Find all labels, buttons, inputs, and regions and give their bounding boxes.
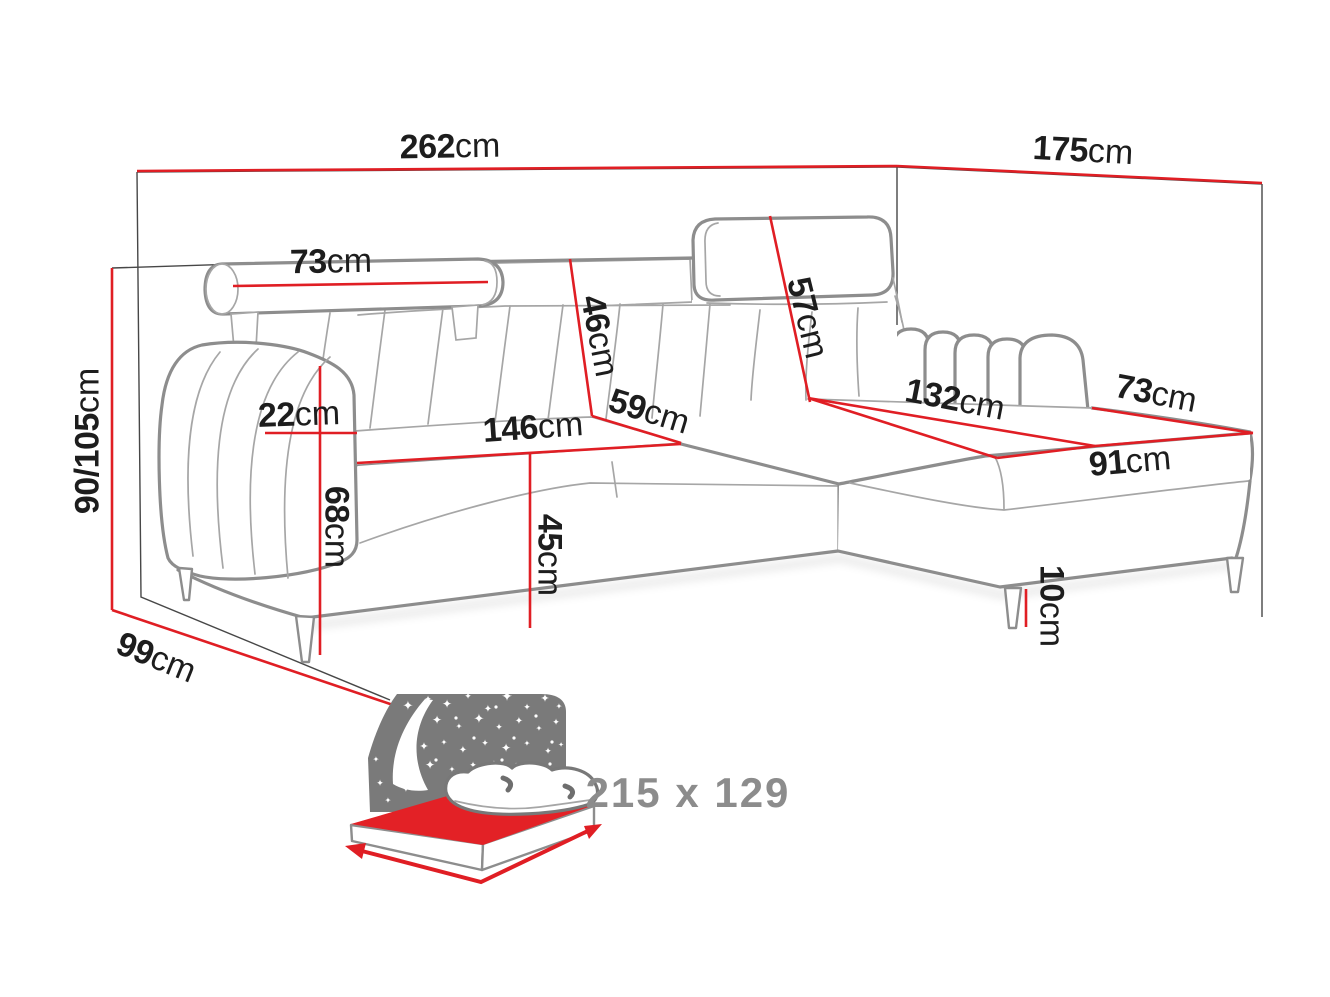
svg-text:✦: ✦ [376,779,384,789]
svg-text:✦: ✦ [523,703,531,713]
svg-text:✦: ✦ [536,724,543,733]
svg-text:✦: ✦ [403,699,414,714]
stars: ✦✦✦✦✦✦✦✦✦✦✦✦✦✦✦✦✦✦✦✦✦✦✦✦✦✦✦✦✦✦✦✦✦✦✦✦ [373,689,564,805]
dim-chaise-front-length: 91cm [1087,438,1173,485]
svg-text:✦: ✦ [456,722,463,731]
dim-armrest-height: 68cm [317,485,356,569]
svg-text:✦: ✦ [373,755,380,764]
svg-text:✦: ✦ [556,702,563,711]
svg-text:✦: ✦ [515,716,523,727]
sleeping-area-size-label: 215 x 129 [585,769,791,816]
sofa-bed-night-icon: ✦✦✦✦✦✦✦✦✦✦✦✦✦✦✦✦✦✦✦✦✦✦✦✦✦✦✦✦✦✦✦✦✦✦✦✦ [345,689,602,885]
dim-seat-width: 146cm [481,405,585,450]
svg-text:✦: ✦ [558,741,564,749]
svg-text:✦: ✦ [425,758,435,772]
svg-text:✦: ✦ [406,766,414,776]
svg-text:✦: ✦ [481,739,489,749]
svg-text:✦: ✦ [449,765,456,774]
dim-leg-height: 10cm [1032,564,1071,648]
svg-text:✦: ✦ [544,747,552,757]
svg-text:✦: ✦ [469,761,477,771]
svg-text:✦: ✦ [385,796,392,805]
svg-text:✦: ✦ [524,739,531,748]
svg-text:✦: ✦ [501,689,513,705]
dimension-lines [110,164,1263,708]
svg-text:✦: ✦ [419,781,426,790]
svg-text:✦: ✦ [501,741,511,755]
dim-overall-depth: 175cm [1031,128,1135,173]
svg-text:✦: ✦ [419,740,428,753]
sofa-drawing [157,215,1255,664]
dim-armrest-width: 22cm [257,394,341,435]
svg-text:✦: ✦ [464,692,472,702]
svg-text:✦: ✦ [484,704,492,715]
svg-text:✦: ✦ [441,738,448,747]
svg-text:✦: ✦ [442,697,452,711]
svg-text:✦: ✦ [540,692,549,705]
svg-text:✦: ✦ [432,713,442,727]
dim-seat-height: 45cm [530,513,569,597]
dim-overall-width: 262cm [399,126,501,167]
svg-text:✦: ✦ [495,723,503,733]
svg-text:✦: ✦ [402,784,410,795]
bed-duvet [444,761,600,816]
moon-crescent [392,699,433,791]
dim-headrest-width: 73cm [289,241,373,282]
svg-text:✦: ✦ [474,712,485,727]
floor-shadow [300,554,1236,631]
svg-text:✦: ✦ [552,718,560,728]
svg-text:✦: ✦ [424,695,432,705]
svg-text:✦: ✦ [459,745,467,756]
dim-overall-height: 90/105cm [68,367,107,515]
svg-text:✦: ✦ [412,721,420,731]
